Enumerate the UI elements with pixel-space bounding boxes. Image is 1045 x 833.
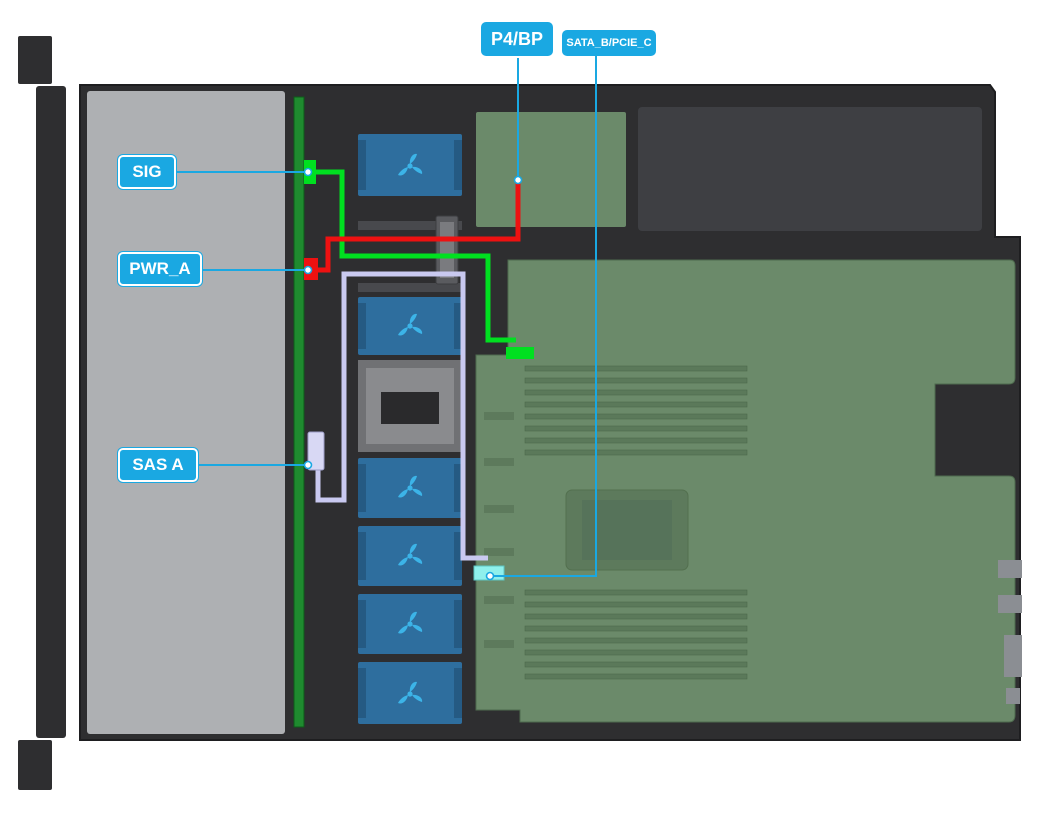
rack-handle-left <box>18 36 66 790</box>
leader-endpoint <box>305 462 312 469</box>
sig-label: SIG <box>118 155 176 189</box>
fan-2 <box>358 297 462 355</box>
drive-bay <box>87 91 285 734</box>
psu-slot-2 <box>638 107 982 231</box>
fan-4 <box>358 526 462 586</box>
motherboard <box>476 260 1015 722</box>
sata-b-pcie-c-label: SATA_B/PCIE_C <box>562 30 656 56</box>
leader-endpoint <box>305 169 312 176</box>
heatsink <box>358 360 462 452</box>
fan-1 <box>358 134 462 196</box>
pwr-a-label: PWR_A <box>118 252 202 286</box>
fan-3 <box>358 458 462 518</box>
fan-5 <box>358 594 462 654</box>
sas-a-label: SAS A <box>118 448 198 482</box>
fan-6 <box>358 662 462 724</box>
leader-endpoint <box>487 573 494 580</box>
psu-slot-1 <box>476 112 626 227</box>
leader-endpoint <box>305 267 312 274</box>
sig-board-connector <box>506 347 534 359</box>
backplane <box>294 97 304 727</box>
p4-bp-label: P4/BP <box>481 22 553 56</box>
leader-endpoint <box>515 177 522 184</box>
